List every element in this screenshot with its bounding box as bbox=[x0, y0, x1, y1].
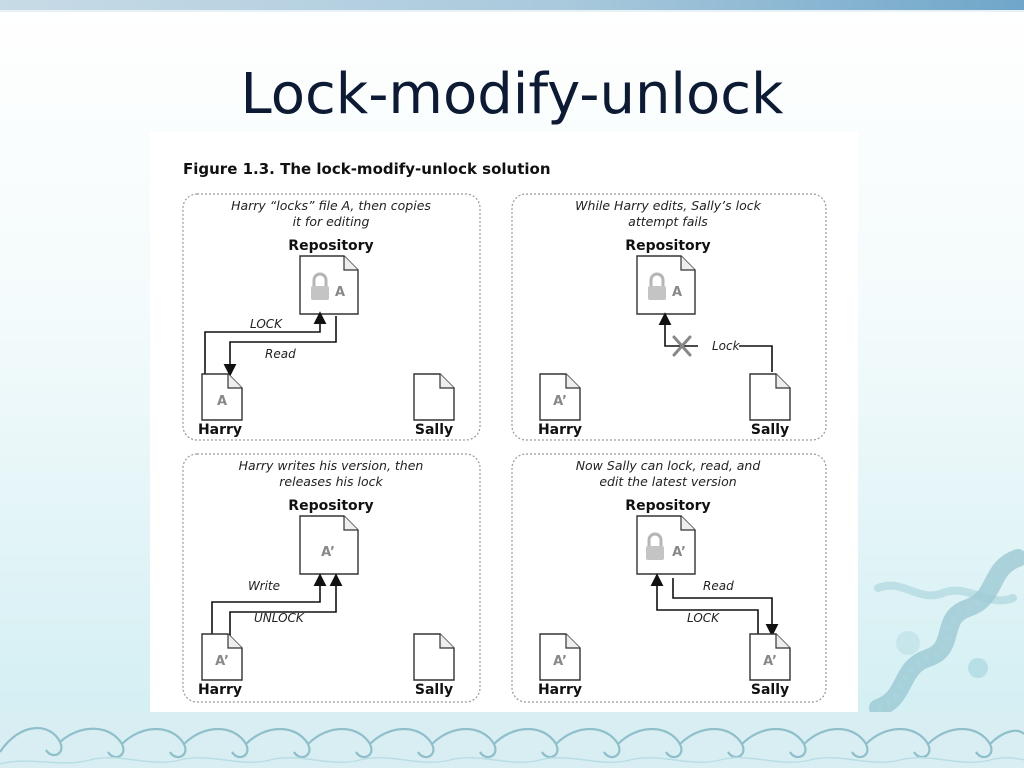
user-label-sally: Sally bbox=[751, 682, 789, 698]
repository-label: Repository bbox=[625, 238, 710, 254]
user-label-sally: Sally bbox=[415, 422, 453, 438]
sally-file bbox=[413, 373, 455, 421]
harry-file: A’ bbox=[539, 373, 581, 421]
write-arrow bbox=[211, 573, 327, 636]
repository-file-label: A bbox=[335, 285, 345, 300]
lock-arrow bbox=[650, 573, 759, 636]
arrow-label-lock: LOCK bbox=[687, 611, 720, 625]
repository-file-label: A’ bbox=[321, 545, 335, 560]
harry-file: A’ bbox=[201, 633, 243, 681]
user-label-harry: Harry bbox=[538, 422, 582, 438]
lock-arrow bbox=[204, 311, 327, 376]
top-accent-line bbox=[0, 10, 1024, 12]
harry-file-label: A bbox=[217, 394, 227, 409]
arrow-label-read: Read bbox=[703, 579, 734, 593]
figure-image: Figure 1.3. The lock-modify-unlock solut… bbox=[150, 132, 858, 714]
repository-file: A’ bbox=[636, 515, 696, 575]
failed-lock-arrow bbox=[665, 317, 773, 372]
figure-caption: Figure 1.3. The lock-modify-unlock solut… bbox=[183, 160, 551, 178]
harry-file: A bbox=[201, 373, 243, 421]
repository-file-label: A’ bbox=[672, 545, 686, 560]
harry-file: A’ bbox=[539, 633, 581, 681]
panel-caption-line1: Harry writes his version, then bbox=[239, 458, 424, 473]
repository-label: Repository bbox=[625, 498, 710, 514]
arrow-label-read: Read bbox=[265, 347, 296, 361]
panel-harry-writes: Harry writes his version, then releases … bbox=[182, 453, 481, 703]
repository-file-label: A bbox=[672, 285, 682, 300]
slide-title: Lock-modify-unlock bbox=[240, 62, 784, 127]
panel-caption-line1: While Harry edits, Sally’s lock bbox=[575, 198, 761, 213]
sally-file bbox=[749, 373, 791, 421]
panel-caption-line2: it for editing bbox=[293, 214, 370, 229]
user-label-harry: Harry bbox=[198, 682, 242, 698]
dragon-decoration bbox=[848, 548, 1024, 718]
harry-file-label: A’ bbox=[215, 654, 229, 669]
repository-label: Repository bbox=[288, 238, 373, 254]
harry-file-label: A’ bbox=[553, 654, 567, 669]
arrow-label-lock: Lock bbox=[712, 339, 741, 353]
panel-caption-line2: releases his lock bbox=[279, 474, 383, 489]
panel-caption-line1: Harry “locks” file A, then copies bbox=[231, 198, 431, 213]
user-label-harry: Harry bbox=[538, 682, 582, 698]
panel-sally-locks: Now Sally can lock, read, and edit the l… bbox=[511, 453, 827, 703]
panel-caption-line2: attempt fails bbox=[628, 214, 708, 229]
sally-file: A’ bbox=[749, 633, 791, 681]
fail-x-icon bbox=[672, 335, 692, 357]
read-arrow bbox=[672, 578, 779, 637]
arrow-label-unlock: UNLOCK bbox=[254, 611, 305, 625]
user-label-sally: Sally bbox=[751, 422, 789, 438]
repository-file: A bbox=[299, 255, 359, 315]
top-accent-bar bbox=[0, 0, 1024, 10]
repository-label: Repository bbox=[288, 498, 373, 514]
panel-sally-lock-fails: While Harry edits, Sally’s lock attempt … bbox=[511, 193, 827, 441]
sally-file-label: A’ bbox=[763, 654, 777, 669]
repository-file: A’ bbox=[299, 515, 359, 575]
user-label-harry: Harry bbox=[198, 422, 242, 438]
harry-file-label: A’ bbox=[553, 394, 567, 409]
read-arrow bbox=[223, 316, 337, 377]
panel-caption-line1: Now Sally can lock, read, and bbox=[576, 458, 761, 473]
user-label-sally: Sally bbox=[415, 682, 453, 698]
panel-caption-line2: edit the latest version bbox=[599, 474, 736, 489]
arrow-label-write: Write bbox=[248, 579, 280, 593]
sally-file bbox=[413, 633, 455, 681]
repository-file: A bbox=[636, 255, 696, 315]
panel-harry-locks: Harry “locks” file A, then copies it for… bbox=[182, 193, 481, 441]
arrow-label-lock: LOCK bbox=[250, 317, 283, 331]
unlock-arrow bbox=[229, 573, 343, 636]
wave-border-decoration bbox=[0, 712, 1024, 768]
